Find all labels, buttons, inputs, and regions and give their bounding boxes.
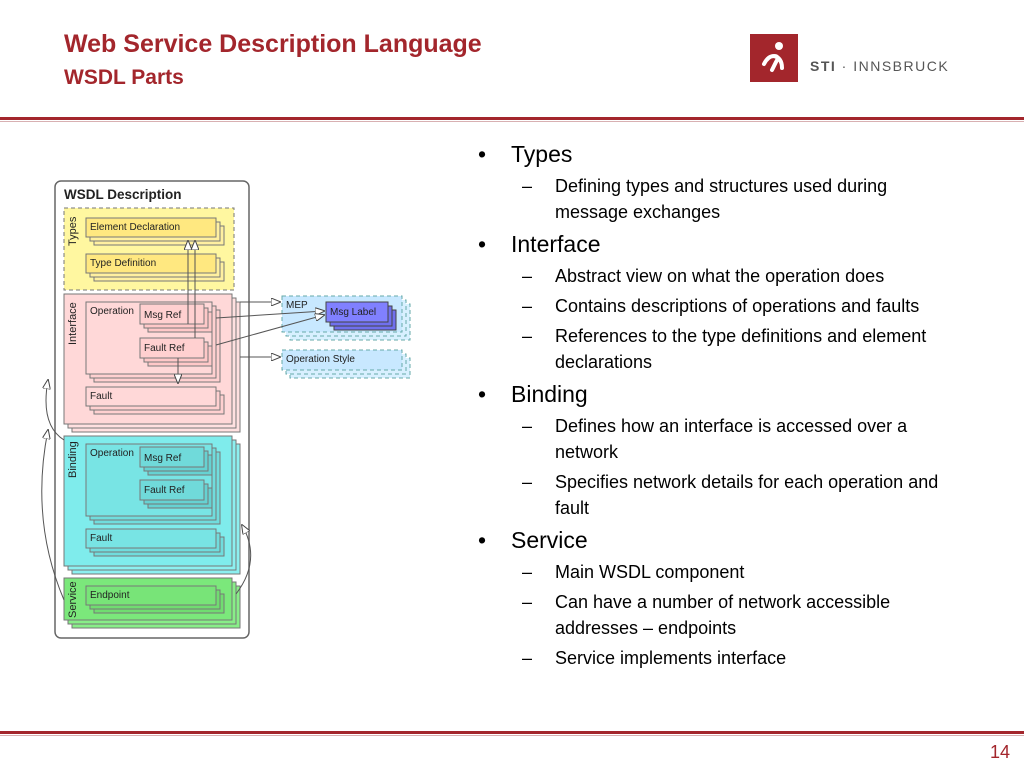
slide-title: Web Service Description Language <box>64 30 482 58</box>
mep-label: MEP <box>286 300 308 311</box>
binding-fault-label: Fault <box>90 533 112 544</box>
header-rule <box>0 117 1024 120</box>
type-definition-box <box>85 253 217 274</box>
bullet-label: Binding <box>511 381 588 407</box>
binding-fault-ref-label: Fault Ref <box>144 485 185 496</box>
sub-bullet: –References to the type definitions and … <box>522 326 927 372</box>
sub-bullet: –Defining types and structures used duri… <box>522 176 888 222</box>
sub-bullet-text: Contains descriptions of operations and … <box>555 296 920 316</box>
element-declaration-label: Element Declaration <box>90 222 180 233</box>
bullet-label: Service <box>511 527 588 553</box>
binding-fault-ref-box <box>139 479 205 501</box>
sub-bullet: –Can have a number of network accessible… <box>522 592 891 638</box>
sti-logo-icon <box>750 34 798 82</box>
bullet-types: •Types <box>478 141 573 167</box>
bullet-service: •Service <box>478 527 588 553</box>
slide-subtitle: WSDL Parts <box>64 66 184 89</box>
binding-msg-ref-box <box>139 446 205 468</box>
operation-style-label: Operation Style <box>286 354 355 365</box>
sub-bullet-text: Defining types and structures used durin… <box>555 176 888 222</box>
endpoint-label: Endpoint <box>90 590 130 601</box>
service-label: Service <box>67 581 79 618</box>
bullet-binding: •Binding <box>478 381 588 407</box>
sub-bullet: –Specifies network details for each oper… <box>522 472 939 518</box>
binding-operation-label: Operation <box>90 448 134 459</box>
interface-msg-ref-label: Msg Ref <box>144 310 181 321</box>
msg-label-box <box>325 301 389 323</box>
bullet-list: •Types –Defining types and structures us… <box>478 135 998 671</box>
interface-label: Interface <box>67 302 79 345</box>
footer-rule-shadow <box>0 735 1024 736</box>
types-label: Types <box>67 216 79 246</box>
bullet-label: Interface <box>511 231 601 257</box>
header-rule-shadow <box>0 121 1024 122</box>
operation-style-box <box>281 349 403 371</box>
logo-text: STI · INNSBRUCK <box>810 58 949 74</box>
sub-bullet: –Contains descriptions of operations and… <box>522 296 920 316</box>
bullet-interface: •Interface <box>478 231 601 257</box>
sub-bullet-text: Defines how an interface is accessed ove… <box>555 416 908 462</box>
connectors <box>41 241 324 601</box>
interface-fault-label: Fault <box>90 391 112 402</box>
sub-bullet-text: Specifies network details for each opera… <box>555 472 939 518</box>
footer-rule <box>0 731 1024 734</box>
type-definition-label: Type Definition <box>90 258 156 269</box>
sub-bullet: –Main WSDL component <box>522 562 745 582</box>
sub-bullet-text: Main WSDL component <box>555 562 745 582</box>
msg-label-text: Msg Label <box>330 307 376 318</box>
sub-bullet-text: Service implements interface <box>555 648 787 668</box>
sub-bullet-text: References to the type definitions and e… <box>555 326 927 372</box>
sub-bullet-text: Abstract view on what the operation does <box>555 266 885 286</box>
bullet-label: Types <box>511 141 573 167</box>
logo-text-rest: · INNSBRUCK <box>836 58 950 74</box>
page-number: 14 <box>989 742 1010 762</box>
interface-operation-label: Operation <box>90 306 134 317</box>
diagram-title: WSDL Description <box>64 187 182 202</box>
endpoint-box <box>85 585 217 606</box>
interface-fault-ref-label: Fault Ref <box>144 343 185 354</box>
sub-bullet: –Defines how an interface is accessed ov… <box>522 416 908 462</box>
interface-fault-ref-box <box>139 337 205 359</box>
sub-bullet: –Abstract view on what the operation doe… <box>522 266 885 286</box>
sub-bullet-text: Can have a number of network accessible … <box>555 592 891 638</box>
interface-fault-box <box>85 386 217 407</box>
sub-bullet: –Service implements interface <box>522 648 787 668</box>
binding-fault-box <box>85 528 217 549</box>
element-declaration-box <box>85 217 217 238</box>
binding-msg-ref-label: Msg Ref <box>144 453 181 464</box>
logo-text-bold: STI <box>810 58 837 74</box>
binding-label: Binding <box>67 441 79 478</box>
